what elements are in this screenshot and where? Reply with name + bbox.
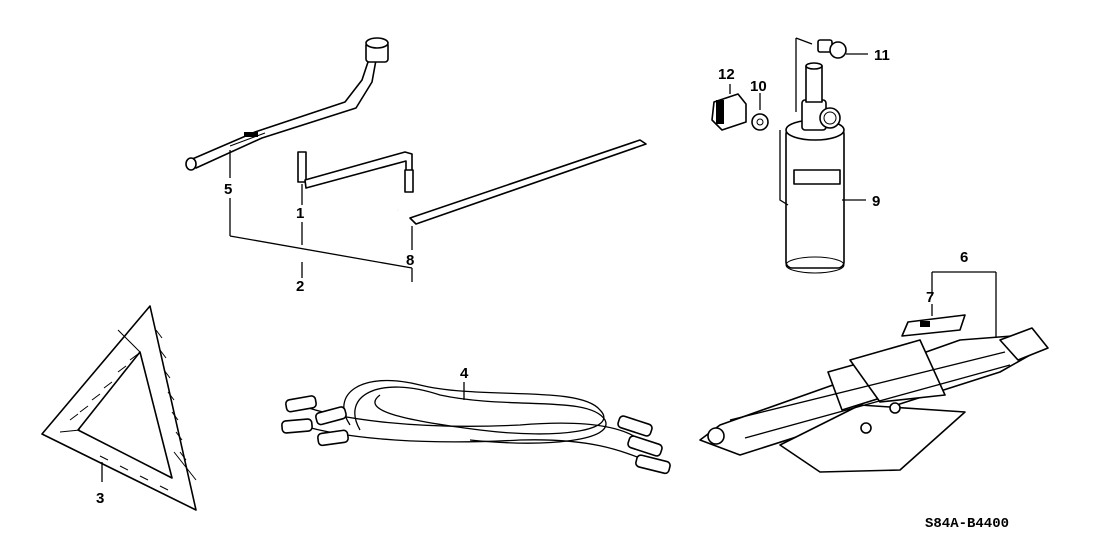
clip-icon <box>711 84 747 131</box>
callout-10: 10 <box>750 78 767 95</box>
warning-triangle-icon <box>41 305 197 511</box>
hook-bar-icon <box>388 139 647 225</box>
wheel-wrench-icon <box>185 37 389 171</box>
callout-9: 9 <box>872 193 880 210</box>
repair-kit-bottle-icon <box>779 37 866 274</box>
callout-4: 4 <box>460 365 469 382</box>
jack-handle-crank-icon <box>297 151 414 193</box>
callout-7: 7 <box>926 289 934 306</box>
tool-set-group <box>229 150 413 282</box>
scissor-jack-icon <box>699 271 1049 473</box>
diagram-code: S84A-B4400 <box>925 516 1009 532</box>
callout-8: 8 <box>406 252 414 269</box>
booster-cable-icon <box>281 380 671 475</box>
label-plate-icon <box>901 304 966 337</box>
callout-3: 3 <box>96 490 104 507</box>
callout-11: 11 <box>874 47 890 64</box>
valve-cap-icon <box>817 39 868 59</box>
washer-icon <box>751 93 769 131</box>
callout-6: 6 <box>960 249 968 266</box>
callout-12: 12 <box>718 66 735 83</box>
callout-1: 1 <box>296 205 304 222</box>
callout-5: 5 <box>224 181 232 198</box>
callout-2: 2 <box>296 278 304 295</box>
callouts: 1 2 3 4 5 6 7 8 9 10 11 12 <box>96 47 968 507</box>
